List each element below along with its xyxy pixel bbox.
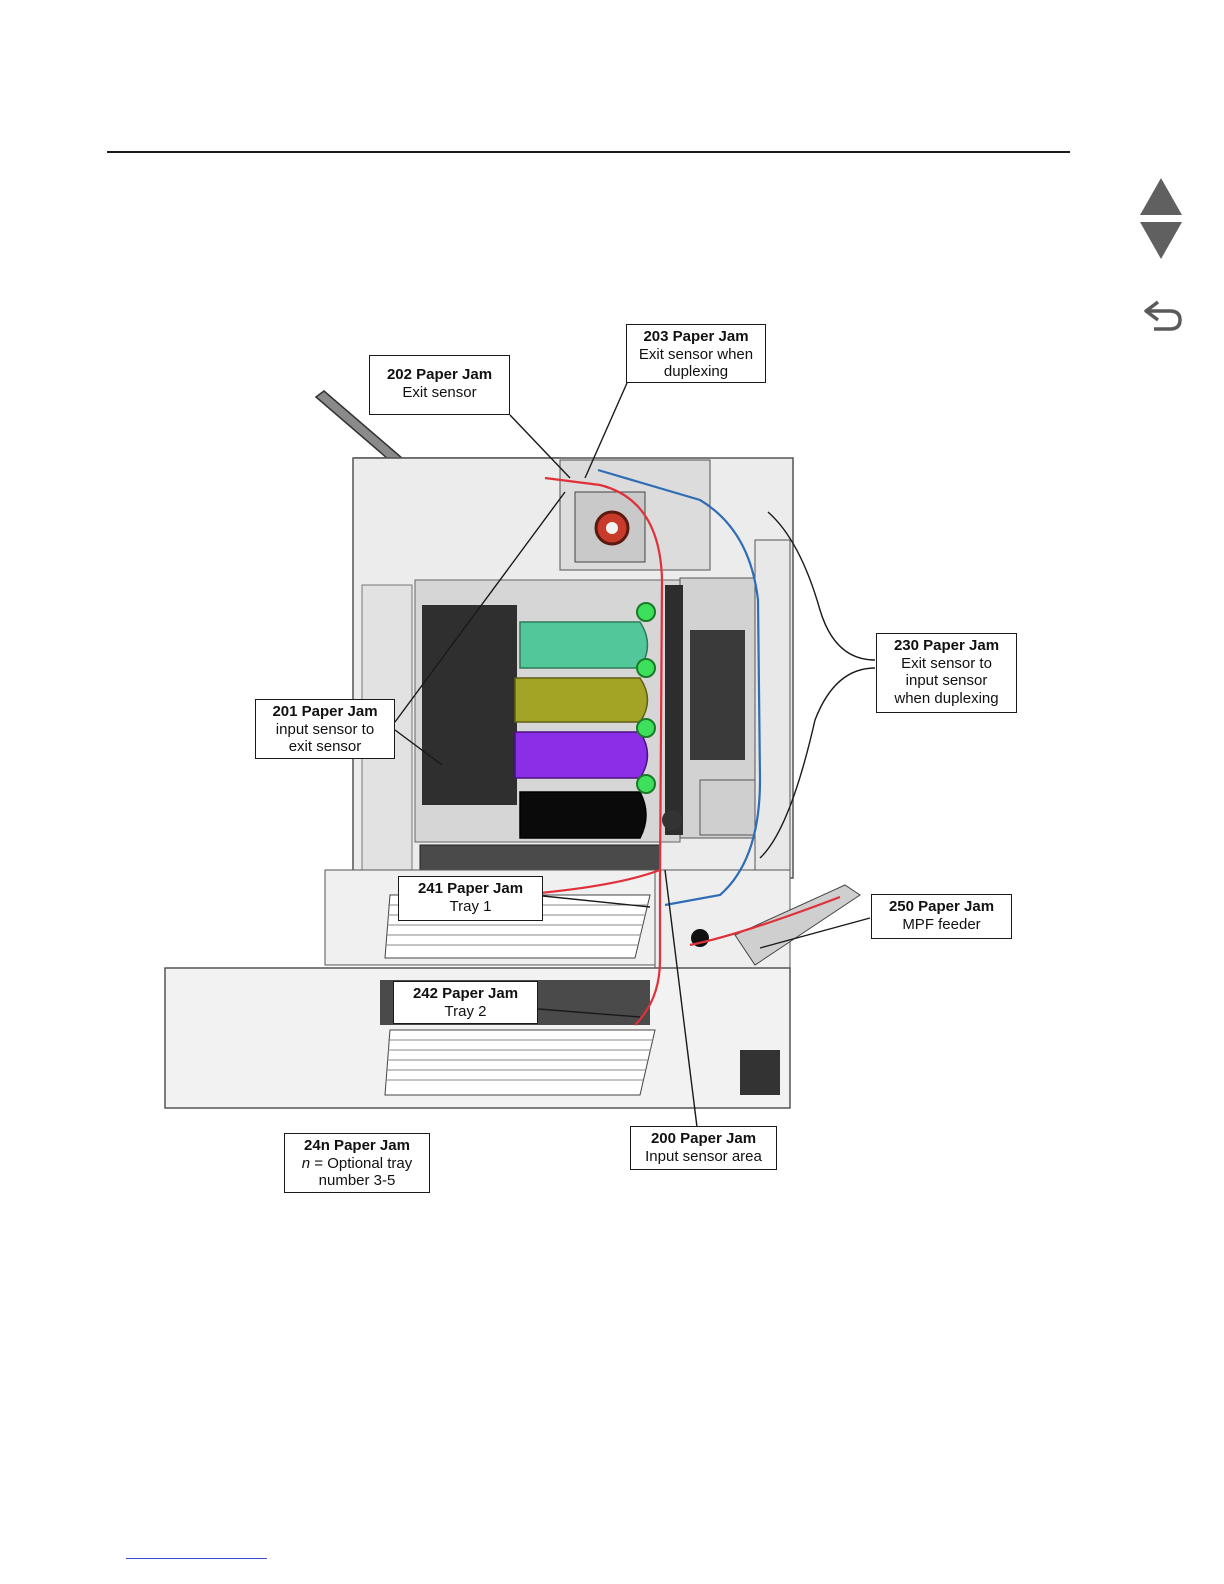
callout-text: input sensor <box>905 672 988 689</box>
callout-italic: n <box>301 1154 311 1172</box>
callout-title: 203 Paper Jam <box>643 328 749 345</box>
leader-lines <box>394 382 876 1128</box>
paper-path <box>539 476 841 1026</box>
callout-text: duplexing <box>663 363 729 380</box>
callout-text: Exit sensor when <box>638 345 754 363</box>
callout-text: input sensor to <box>275 720 375 738</box>
callout-text: Tray 1 <box>449 897 492 915</box>
callout-text: Exit sensor to <box>901 654 992 672</box>
callout-text: = Optional tray <box>310 1154 413 1172</box>
callout-title: 202 Paper Jam <box>386 366 493 383</box>
return-arrow-icon[interactable] <box>1142 298 1184 334</box>
callout-text: number 3-5 <box>318 1172 396 1189</box>
callout-text: n = Optional tray <box>289 1155 425 1173</box>
callout-title: 242 Paper Jam <box>412 985 519 1002</box>
duplex-path <box>597 468 762 907</box>
callout-242-paper-jam: 242 Paper Jam Tray 2 <box>393 981 538 1024</box>
callout-text: Tray 2 <box>444 1002 487 1020</box>
triangle-up-icon[interactable] <box>1140 178 1182 216</box>
callout-title: 250 Paper Jam <box>888 898 995 915</box>
callout-text: when duplexing <box>894 689 999 707</box>
triangle-down-icon[interactable] <box>1140 222 1182 260</box>
callout-203-paper-jam: 203 Paper Jam Exit sensor when duplexing <box>626 324 766 383</box>
callout-200-paper-jam: 200 Paper Jam Input sensor area <box>630 1126 777 1170</box>
callout-title: 200 Paper Jam <box>650 1130 757 1147</box>
footer-link-underline[interactable] <box>126 1558 267 1559</box>
mpf-feeder <box>654 869 861 971</box>
callout-title: 230 Paper Jam <box>893 637 1000 654</box>
callout-text: Exit sensor <box>402 383 477 401</box>
callout-text: exit sensor <box>288 738 362 755</box>
callout-title: 241 Paper Jam <box>417 880 524 897</box>
callout-title: 24n Paper Jam <box>304 1137 410 1154</box>
callout-241-paper-jam: 241 Paper Jam Tray 1 <box>398 876 543 921</box>
callout-title: 201 Paper Jam <box>272 703 378 720</box>
callout-201-paper-jam: 201 Paper Jam input sensor to exit senso… <box>255 699 395 759</box>
callout-text: Input sensor area <box>645 1147 762 1165</box>
toner-cartridges <box>514 602 656 839</box>
callout-text: MPF feeder <box>902 915 981 933</box>
header-rule <box>107 151 1070 153</box>
callout-230-paper-jam: 230 Paper Jam Exit sensor to input senso… <box>876 633 1017 713</box>
callout-250-paper-jam: 250 Paper Jam MPF feeder <box>871 894 1012 939</box>
callout-24n-paper-jam: 24n Paper Jam n = Optional tray number 3… <box>284 1133 430 1193</box>
callout-202-paper-jam: 202 Paper Jam Exit sensor <box>369 355 510 415</box>
